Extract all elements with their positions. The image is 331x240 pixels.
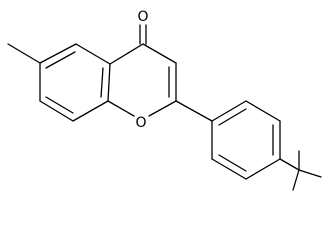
bond-c4a-c5 (75, 43, 111, 65)
bond-c5-c6 (39, 43, 77, 64)
molecule-diagram: O O (7, 9, 322, 191)
bond-p4-p5 (245, 158, 281, 180)
phenyl-ring (211, 100, 281, 180)
bond-c8a-c4a (107, 63, 111, 102)
bond-c8a-c4a-inner (100, 67, 104, 98)
bond-c7-c8-inner (45, 96, 74, 114)
ring-oxygen-label: O (135, 115, 146, 131)
bond-p2-p3 (245, 100, 281, 122)
bond-c7-c8 (39, 100, 74, 122)
bond-p5-p6 (211, 158, 247, 180)
bond-methyl (7, 43, 41, 64)
benzo-ring (39, 43, 111, 122)
bond-p1-p2 (211, 100, 247, 122)
bond-tbu-methyl-down (292, 169, 300, 191)
pyranone-ring (107, 43, 177, 117)
bond-c4-c3 (142, 43, 177, 64)
carbonyl-oxygen-label: O (137, 9, 148, 25)
bond-o1-c8a (107, 100, 135, 117)
bond-tbu-methyl-right (298, 169, 322, 178)
bond-c2-phenyl (175, 100, 213, 122)
bond-ring-quaternary-c (279, 158, 300, 171)
bond-c5-c6-inner (45, 51, 76, 69)
bond-p5-p6-inner (218, 154, 247, 172)
bond-c4a-c4 (109, 43, 144, 65)
bond-c8-c8a (72, 100, 109, 122)
tert-butyl-group (279, 150, 322, 191)
bond-p1-p2-inner (218, 108, 247, 126)
bond-c2-o1 (148, 100, 177, 117)
